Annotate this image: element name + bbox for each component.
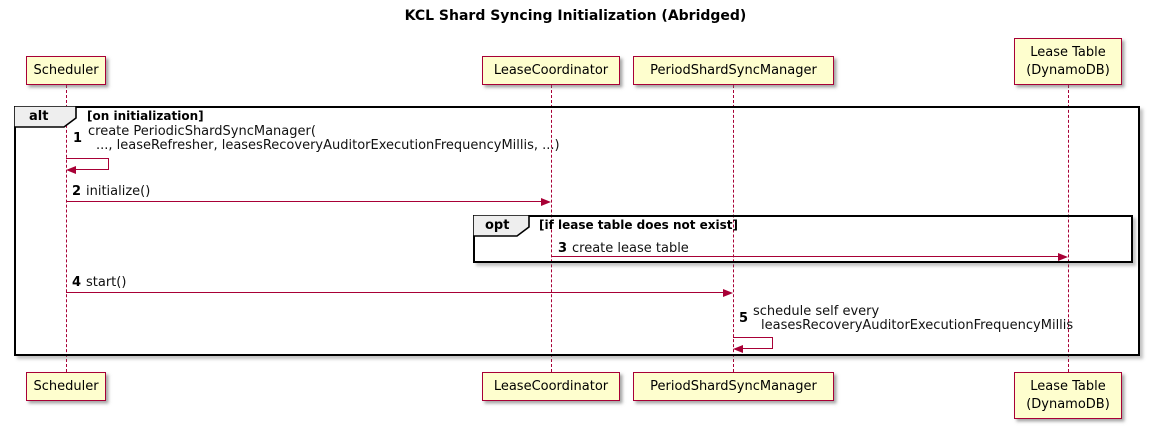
alt-frame-label: alt: [13, 105, 78, 128]
message-4-text: start(): [86, 275, 127, 290]
participant-lease-table-bottom: Lease Table (DynamoDB): [1014, 372, 1122, 419]
participant-lease-table-top: Lease Table (DynamoDB): [1014, 38, 1122, 85]
alt-keyword: alt: [29, 109, 49, 124]
message-1-self-loop-side: [108, 158, 110, 170]
message-2-text: initialize(): [86, 184, 151, 199]
message-1-text-line1: create PeriodicShardSyncManager(: [88, 124, 316, 139]
message-2-number: 2: [72, 184, 82, 199]
message-5-text-line2: leasesRecoveryAuditorExecutionFrequencyM…: [761, 318, 1074, 333]
opt-frame: [473, 215, 1133, 263]
diagram-title: KCL Shard Syncing Initialization (Abridg…: [404, 8, 747, 24]
message-3-line: [551, 256, 1059, 258]
alt-frame: [14, 106, 1140, 356]
alt-condition: [on initialization]: [87, 109, 204, 123]
message-4-arrowhead-icon: [723, 288, 733, 297]
message-1-self-loop-top: [66, 158, 109, 160]
opt-pentagon-shape: [472, 214, 530, 237]
participant-lease-coordinator-top: LeaseCoordinator: [482, 56, 620, 85]
message-1-number: 1: [73, 131, 83, 146]
lifeline-lease-table: [1067, 85, 1069, 372]
participant-period-shard-sync-manager-top: PeriodShardSyncManager: [633, 56, 834, 85]
message-5-self-loop-side: [772, 337, 774, 349]
lifeline-period-shard-sync-manager: [732, 85, 734, 372]
message-3-text: create lease table: [572, 241, 689, 256]
message-5-arrowhead-icon: [733, 344, 743, 353]
message-2-line: [66, 201, 542, 203]
message-1-text-line2: ..., leaseRefresher, leasesRecoveryAudit…: [96, 138, 560, 153]
lifeline-lease-coordinator: [550, 85, 552, 372]
message-4-line: [66, 292, 724, 294]
participant-scheduler-top: Scheduler: [26, 56, 106, 85]
message-5-number: 5: [739, 311, 749, 326]
message-2-arrowhead-icon: [541, 197, 551, 206]
opt-frame-label: opt: [472, 214, 531, 237]
message-5-text-line1: schedule self every: [753, 304, 880, 319]
participant-lease-coordinator-bottom: LeaseCoordinator: [482, 372, 620, 401]
participant-scheduler-bottom: Scheduler: [26, 372, 106, 401]
message-4-number: 4: [72, 275, 82, 290]
alt-pentagon-shape: [13, 105, 77, 128]
message-1-arrowhead-icon: [66, 165, 76, 174]
participant-period-shard-sync-manager-bottom: PeriodShardSyncManager: [633, 372, 834, 401]
message-1-self-loop-bottom: [75, 169, 109, 171]
opt-keyword: opt: [485, 218, 510, 233]
message-3-number: 3: [558, 241, 568, 256]
lifeline-scheduler: [65, 85, 67, 372]
message-5-self-loop-bottom: [742, 348, 773, 350]
message-5-self-loop-top: [733, 337, 773, 339]
opt-condition: [if lease table does not exist]: [539, 218, 739, 232]
message-3-arrowhead-icon: [1058, 252, 1068, 261]
